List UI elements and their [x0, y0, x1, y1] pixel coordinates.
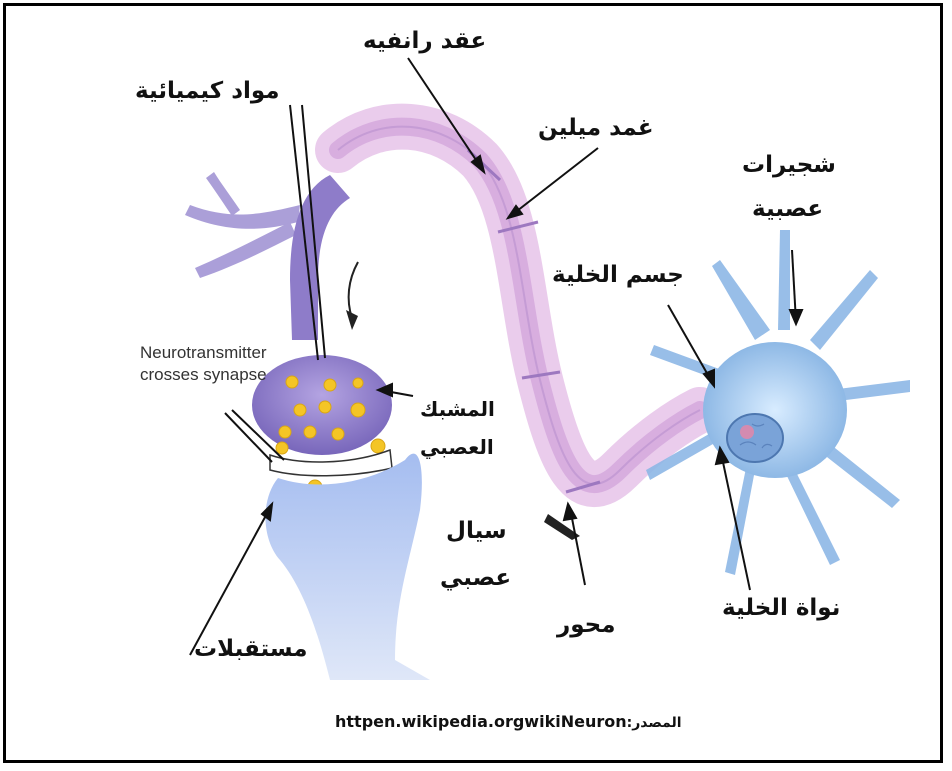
- label-dendrites-line1: شجيرات: [742, 152, 836, 178]
- label-receptors: مستقبلات: [194, 636, 308, 662]
- label-nerve-impulse-line1: سيال: [446, 518, 507, 544]
- flow-arrow: [349, 262, 358, 318]
- source-label: :المصدر: [627, 715, 682, 731]
- label-chemicals: مواد كيميائية: [135, 78, 280, 104]
- label-nerve-impulse-line2: عصبي: [440, 565, 511, 591]
- label-nucleus: نواة الخلية: [722, 595, 840, 621]
- source-citation: httpen.wikipedia.orgwikiNeuron:المصدر: [335, 712, 682, 731]
- presynaptic-axon: [290, 175, 350, 340]
- presynaptic-branches: [185, 172, 300, 278]
- label-axon: محور: [557, 612, 615, 638]
- label-synapse-line1: المشبك: [420, 397, 495, 421]
- label-dendrites-line2: عصبية: [752, 196, 823, 222]
- label-myelin-sheath: غمد ميلين: [538, 115, 654, 141]
- label-neurotransmitter-line2: crosses synapse: [140, 365, 267, 384]
- source-url: httpen.wikipedia.orgwikiNeuron: [335, 712, 627, 731]
- label-neurotransmitter-line1: Neurotransmitter: [140, 343, 267, 362]
- label-cell-body: جسم الخلية: [552, 262, 684, 288]
- cell-nucleus: [727, 414, 783, 462]
- label-synapse-line2: العصبي: [420, 435, 494, 459]
- label-node-of-ranvier: عقد رانفيه: [363, 28, 486, 54]
